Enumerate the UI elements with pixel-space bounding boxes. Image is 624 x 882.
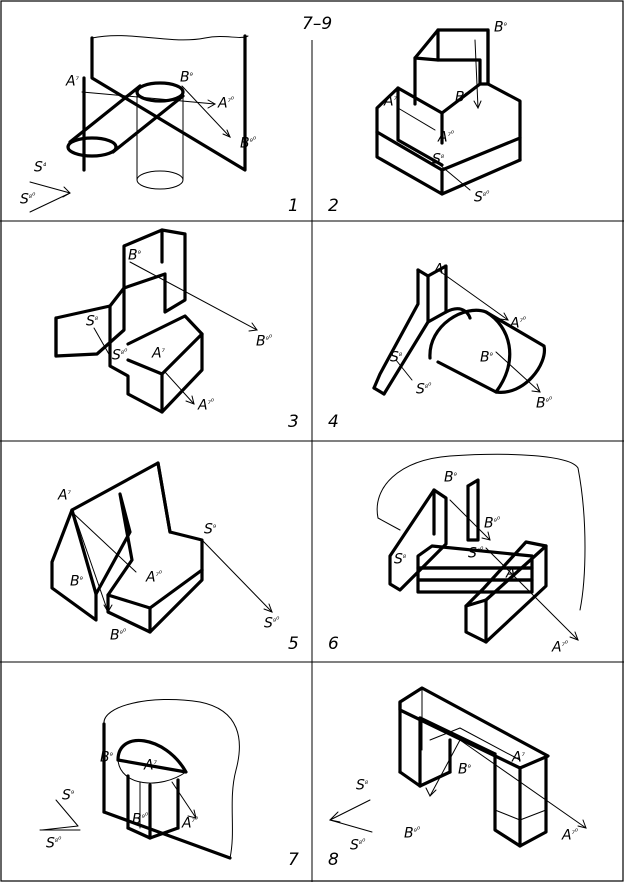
label-b-projection: B₉⁰ [484, 515, 501, 532]
label-b-projection: B₉⁰ [240, 135, 257, 152]
label-b: B₉ [458, 761, 471, 778]
panel-number: 3 [288, 412, 299, 432]
label-b: B₉ [128, 247, 141, 264]
panel-1-drawing [29, 34, 249, 213]
label-s-projection: S₈⁰ [112, 347, 128, 364]
label-s: S₄ [34, 159, 47, 176]
label-a-projection: A₇⁰ [552, 639, 568, 656]
label-b-projection: B₉⁰ [404, 825, 421, 842]
label-a: A₇ [434, 261, 447, 278]
label-s: S₈ [394, 551, 407, 568]
label-b-projection: B₉⁰ [536, 395, 553, 412]
label-s: S₈ [432, 151, 445, 168]
label-b-projection: B₉⁰ [256, 333, 273, 350]
label-a: A₇ [144, 757, 157, 774]
panel-number: 6 [328, 634, 339, 654]
label-a: A₇ [58, 487, 71, 504]
label-s-projection: S₉⁰ [264, 615, 280, 632]
label-b: B₉ [494, 19, 507, 36]
label-a-projection: A₇⁰ [218, 95, 234, 112]
panel-number: 1 [288, 196, 299, 216]
label-a-projection: A₇⁰ [562, 827, 578, 844]
panel-number: 7 [288, 850, 299, 870]
label-s-projection: S₈⁰ [20, 191, 36, 208]
label-s: S₈ [356, 777, 369, 794]
panel-6-drawing [376, 453, 586, 644]
label-b: B₉ [444, 469, 457, 486]
label-a-projection: A₇⁰ [182, 815, 198, 832]
label-s: S₈ [86, 313, 99, 330]
panel-4-drawing [372, 264, 546, 396]
panel-number: 2 [328, 196, 339, 216]
label-a: A₇ [512, 749, 525, 766]
panel-7-drawing [39, 699, 240, 860]
label-s: S₉ [204, 521, 217, 538]
panel-2-drawing [375, 28, 522, 196]
panel-number: 5 [288, 634, 299, 654]
label-a-projection: A₇⁰ [146, 569, 162, 586]
label-a-projection: A₇⁰ [438, 129, 454, 146]
label-s-projection: S₈⁰ [416, 381, 432, 398]
label-a: A₇ [66, 73, 79, 90]
panel-3-drawing [54, 228, 258, 414]
sheet-header: 7–9 [302, 14, 333, 34]
label-b-projection: B₉⁰ [110, 627, 127, 644]
label-a: A₇ [152, 345, 165, 362]
label-a: A₇ [506, 565, 519, 582]
panel-number: 8 [328, 850, 339, 870]
label-b-projection: B₉⁰ [132, 811, 149, 828]
label-b: B₉ [180, 69, 193, 86]
label-a: A₇ [384, 93, 397, 110]
label-s-projection: S₈⁰ [46, 835, 62, 852]
label-s-projection: S₈⁰ [474, 189, 490, 206]
panel-5-drawing [50, 461, 273, 634]
label-b-projection: B₉⁰ [455, 89, 472, 106]
panel-8-drawing [328, 686, 587, 848]
label-b: B₉ [480, 349, 493, 366]
label-s-projection: S₈⁰ [468, 545, 484, 562]
label-a-projection: A₇⁰ [198, 397, 214, 414]
label-a-projection: A₇⁰ [510, 315, 526, 332]
label-b: B₉ [70, 573, 83, 590]
label-s: S₈ [390, 349, 403, 366]
label-s-projection: S₈⁰ [350, 837, 366, 854]
label-b: B₉ [100, 749, 113, 766]
label-s: S₉ [62, 787, 75, 804]
panel-number: 4 [328, 412, 339, 432]
